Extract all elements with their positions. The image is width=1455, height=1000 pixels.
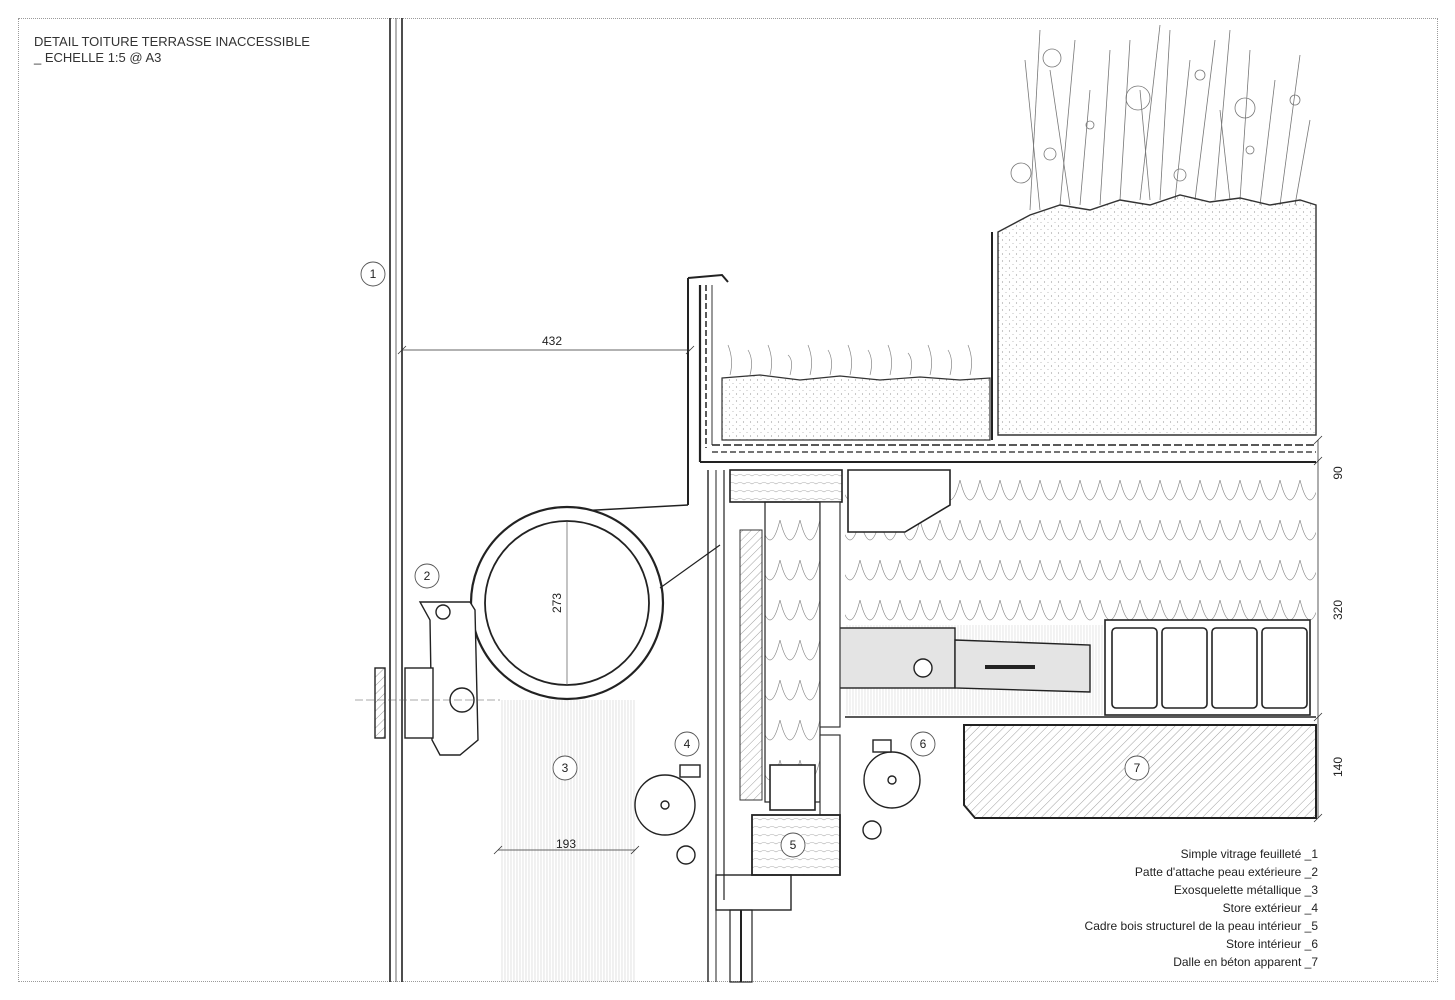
dim-layer-top: 90 [1331,466,1345,480]
callout-1-label: 1 [370,267,377,281]
callout-5-label: 5 [790,838,797,852]
callout-7-label: 7 [1134,761,1141,775]
callout-2-label: 2 [424,569,431,583]
callout-5: 5 [780,832,806,858]
sheet-border [18,18,1438,982]
callout-7: 7 [1124,755,1150,781]
green-roof-vegetation [1010,24,1311,211]
legend-item-2: Patte d'attache peau extérieure _2 [1134,865,1318,879]
title-line-2: _ ECHELLE 1:5 @ A3 [34,50,162,65]
beam-bracket [824,627,1091,693]
title-line-1: DETAIL TOITURE TERRASSE INACCESSIBLE [34,34,310,49]
dim-overhang: 432 [542,334,562,348]
legend-item-6: Store intérieur _6 [1225,937,1318,951]
interior-blind-roller [862,739,921,840]
gutter-profile [847,469,951,533]
attachment-bracket [355,601,500,756]
legend: Simple vitrage feuilleté _1 Patte d'atta… [1085,845,1318,971]
legend-item-4: Store extérieur _4 [1222,901,1318,915]
dim-tube-diameter: 273 [550,593,564,613]
callout-6-label: 6 [920,737,927,751]
legend-item-1: Simple vitrage feuilleté _1 [1180,847,1318,861]
steel-tube [469,505,721,701]
exterior-blind-roller [634,764,701,865]
legend-item-3: Exosquelette métallique _3 [1173,883,1318,897]
substrate-low [721,344,991,441]
dimension-lines [397,345,1323,855]
callout-2: 2 [414,563,440,589]
callout-3-label: 3 [562,761,569,775]
substrate-planter [991,194,1317,440]
legend-item-5: Cadre bois structurel de la peau intérie… [1084,919,1318,933]
drawing-title: DETAIL TOITURE TERRASSE INACCESSIBLE _ E… [34,34,310,66]
window-frame [707,470,792,983]
legend-item-7: Dalle en béton apparent _7 [1173,955,1318,969]
callout-4: 4 [674,731,700,757]
dim-blind-width: 193 [556,837,576,851]
timber-frame-insulation [729,469,843,876]
callout-6: 6 [910,731,936,757]
callout-4-label: 4 [684,737,691,751]
steel-beam [1104,619,1311,716]
callout-1: 1 [360,261,386,287]
exterior-blind [500,700,635,982]
glazing-panel [389,18,403,982]
callout-3: 3 [552,755,578,781]
dim-layer-bottom: 140 [1331,757,1345,777]
dim-layer-middle: 320 [1331,600,1345,620]
